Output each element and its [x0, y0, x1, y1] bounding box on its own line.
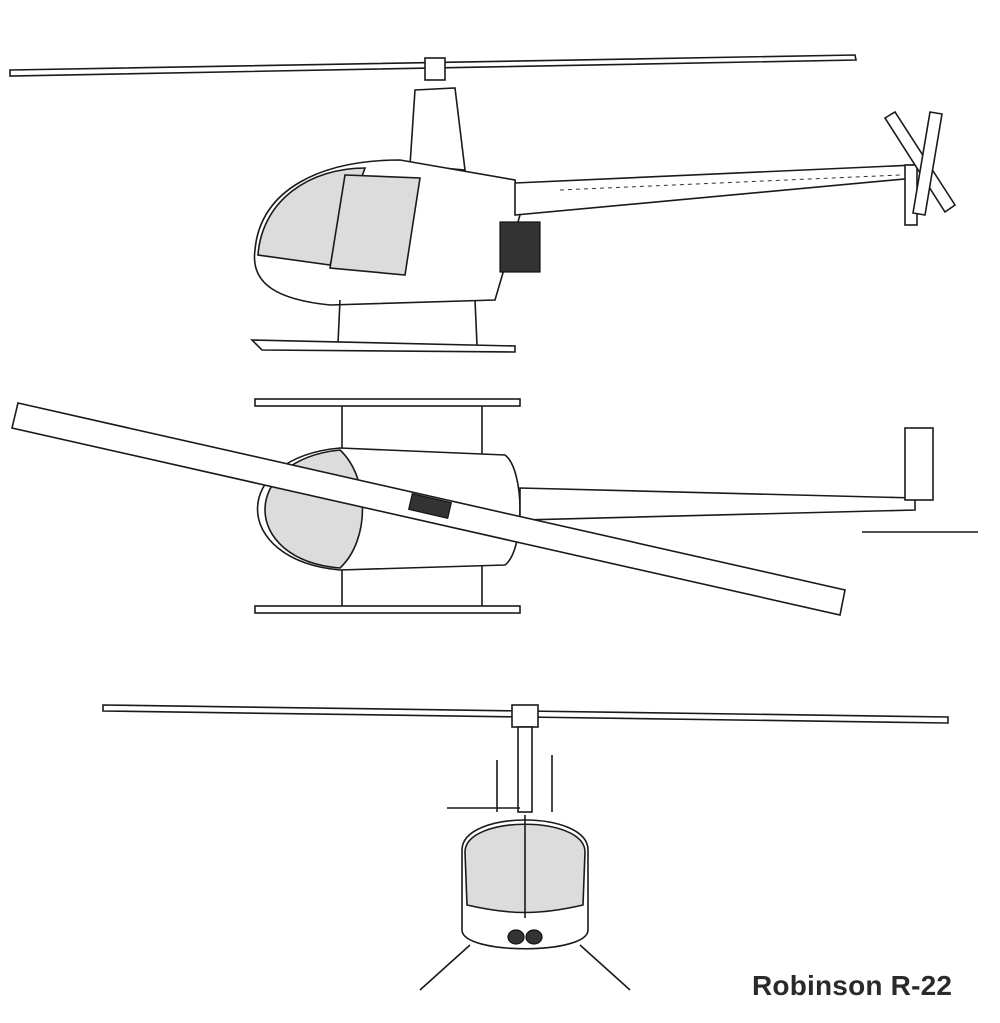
top-view [11, 398, 978, 616]
tail-rotor-blade [912, 111, 943, 216]
landing-light [507, 929, 525, 945]
skid-leg-left [419, 944, 471, 991]
landing-light [525, 929, 543, 945]
rotor-hub-top [407, 492, 453, 520]
door-window [329, 174, 421, 276]
engine [499, 221, 541, 273]
boom-panel-line [559, 174, 901, 191]
landing-skid [250, 339, 516, 353]
skid-bottom [254, 605, 521, 614]
skid-strut [337, 299, 341, 344]
vertical-fin-top [904, 427, 934, 501]
aircraft-title: Robinson R-22 [752, 970, 953, 1001]
tail-boom-top [519, 487, 916, 521]
skid-leg-right [579, 944, 631, 991]
skid-top [254, 398, 521, 407]
rotor-hub [424, 57, 446, 81]
mast-front [517, 726, 533, 813]
side-view [9, 54, 957, 353]
tail-fin [904, 164, 918, 226]
tail-boom [514, 164, 916, 216]
skid-strut [474, 299, 478, 346]
front-view [102, 704, 949, 991]
rotor-hub-front [511, 704, 539, 728]
mast-fairing [409, 87, 466, 171]
